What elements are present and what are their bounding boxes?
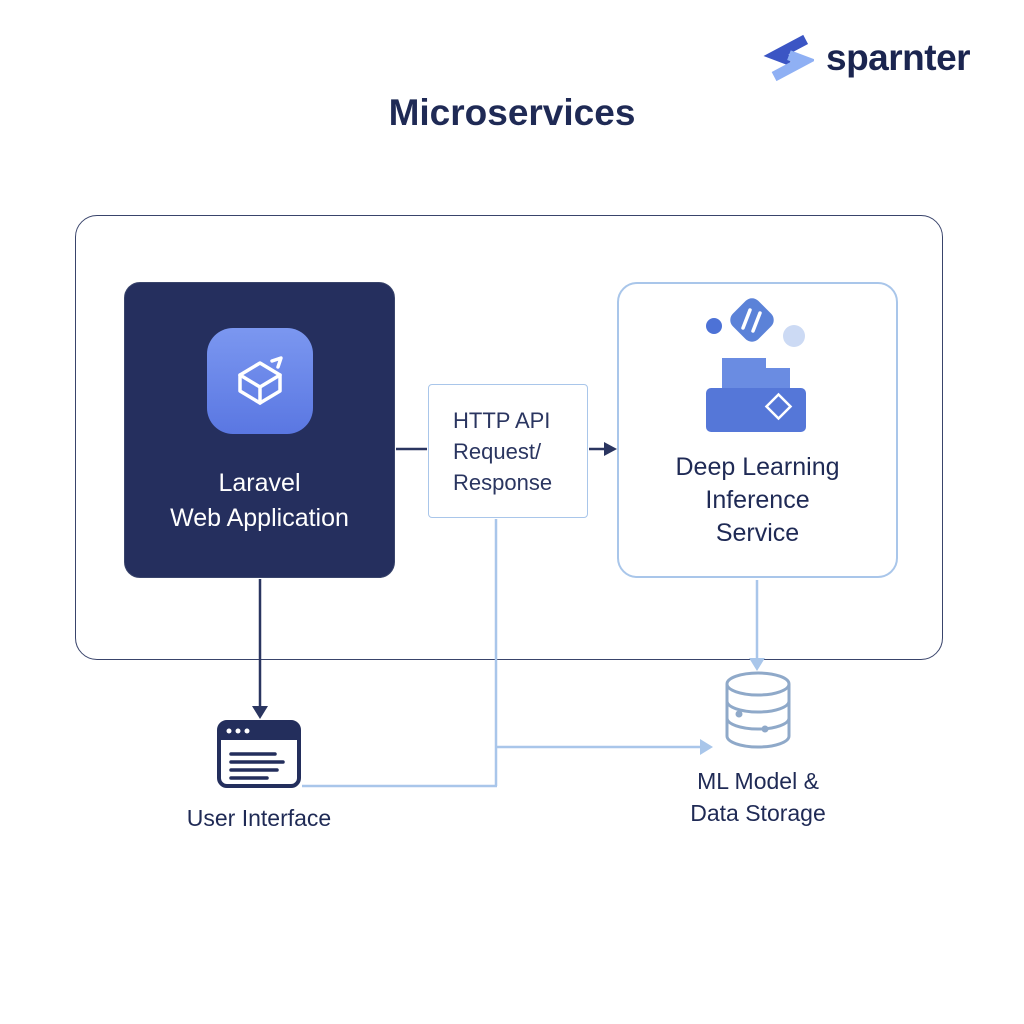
ml-storage-node: ML Model & Data Storage [672,670,844,829]
browser-window-icon [217,720,301,788]
laravel-label-line2: Web Application [170,504,349,532]
deep-learning-icon [705,298,806,432]
logo: sparnter [762,30,971,86]
http-api-line3: Response [453,470,553,495]
inference-label-line2: Inference [705,486,810,514]
laravel-label-line1: Laravel [218,469,301,497]
http-api-line2: Request/ [453,439,542,464]
ml-storage-line2: Data Storage [690,800,826,826]
ml-storage-line1: ML Model & [697,768,819,794]
sparnter-logo-icon [763,34,814,82]
inference-label-line3: Service [715,519,800,547]
inference-label-line1: Deep Learning [675,453,840,481]
microservices-container [75,215,943,660]
user-interface-label: User Interface [186,805,332,831]
deep-learning-inference-node: Deep Learning Inference Service [617,282,898,578]
user-interface-node: User Interface [178,720,340,832]
http-api-line1: HTTP API [453,408,551,433]
page-title: Microservices [388,92,636,133]
laravel-web-application-node: Laravel Web Application [124,282,395,578]
http-api-node: HTTP API Request/ Response [428,384,588,518]
ml-storage-label: ML Model & Data Storage [672,765,844,829]
laravel-icon [206,328,313,434]
database-icon [725,671,791,749]
laravel-icon-glyph [237,356,283,405]
laravel-label: Laravel Web Application [125,466,394,536]
arrowhead-laravel-to-ui [252,706,268,719]
inference-label: Deep Learning Inference Service [619,451,896,550]
logo-text: sparnter [826,37,971,78]
